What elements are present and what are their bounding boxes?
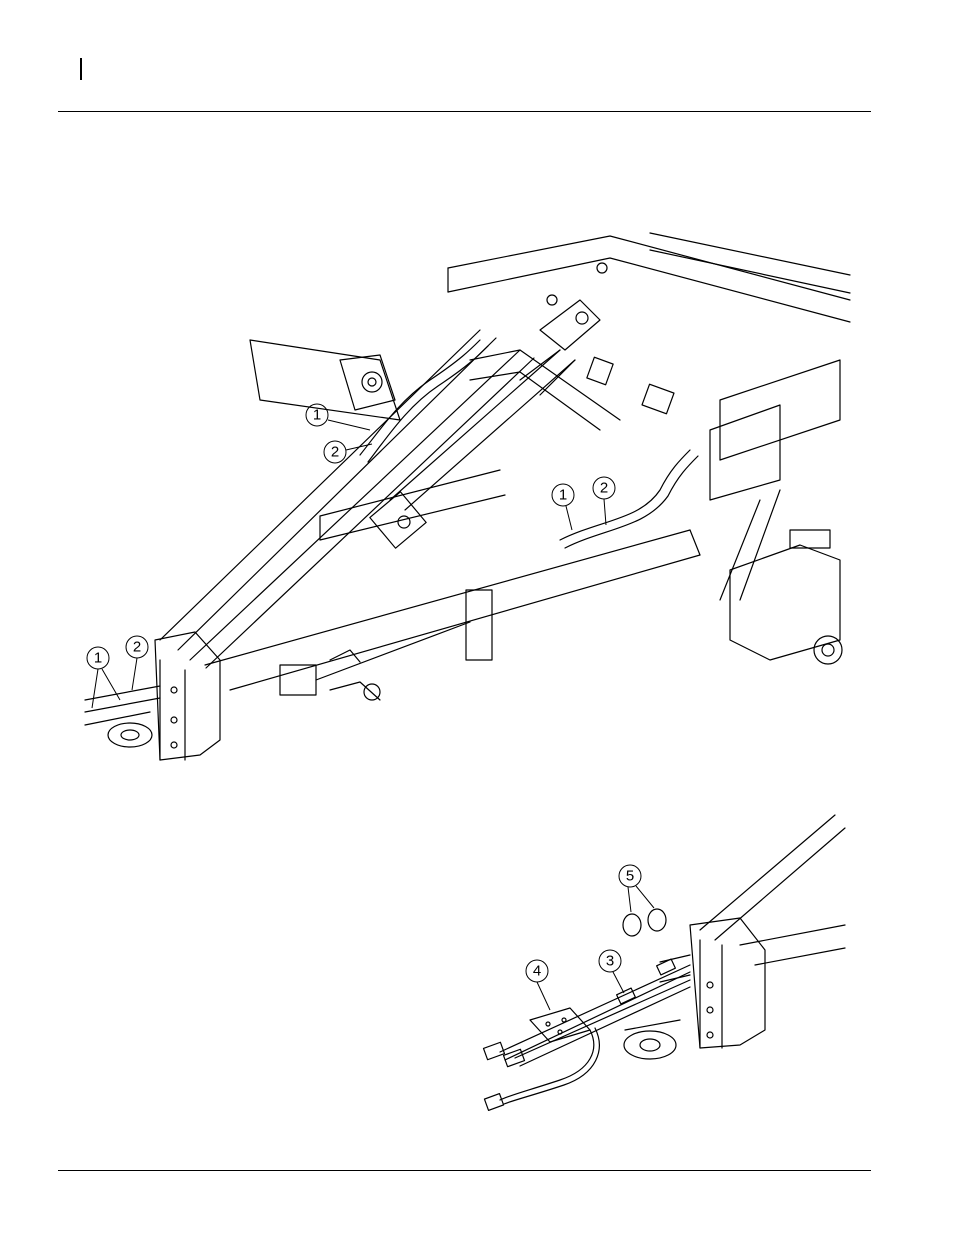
callout-label: 2 [133,639,141,656]
callout-label: 3 [606,953,614,970]
callout-label: 1 [313,407,321,424]
callout-label: 5 [626,868,634,885]
hitch-frame-figure: 1 2 1 2 1 2 [0,0,954,780]
hitch-harness-detail-figure: 5 4 3 [0,780,954,1170]
callout-label: 2 [331,444,339,461]
callout-group-bottom [526,865,654,1010]
callout-group-top [87,404,615,708]
callout-label: 1 [559,487,567,504]
callout-label: 2 [600,480,608,497]
footer-rule [58,1170,871,1171]
callout-label: 1 [94,650,102,667]
callout-label: 4 [533,963,541,980]
